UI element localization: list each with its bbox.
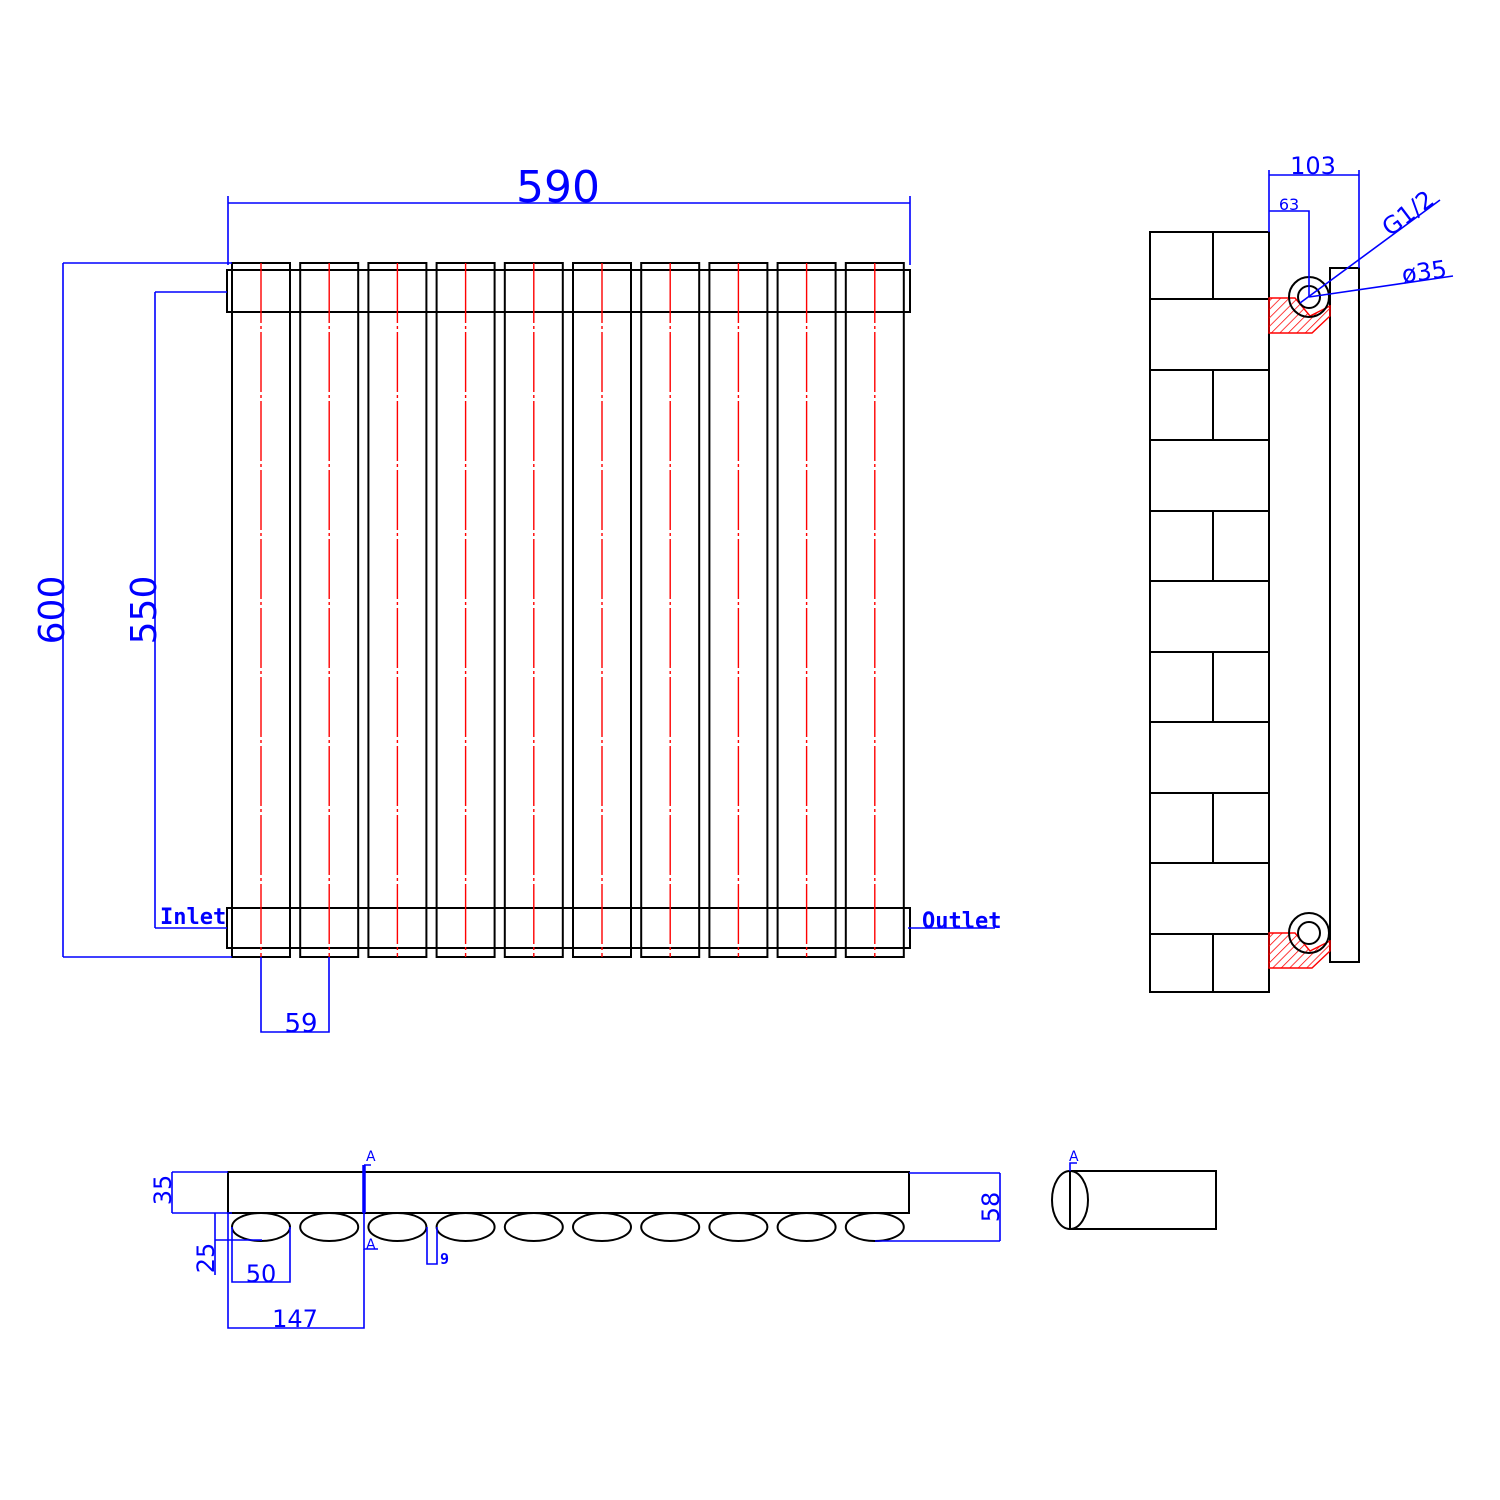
height-label: 600 bbox=[32, 576, 73, 645]
inlet-label: Inlet bbox=[160, 905, 226, 930]
pipe-centres-label: 550 bbox=[124, 576, 165, 645]
pipe-offset-label: 63 bbox=[1279, 195, 1299, 214]
column-plan-oval bbox=[844, 1212, 905, 1242]
bottom-pipe-inner bbox=[1297, 921, 1321, 945]
column-plan-oval bbox=[503, 1212, 564, 1242]
pipe-diameter-label: ø35 bbox=[1400, 255, 1449, 289]
depth-dimensions bbox=[1268, 170, 1360, 297]
radiator-panel-side bbox=[1329, 267, 1360, 963]
section-mark-bottom: A bbox=[366, 1237, 376, 1253]
section-offset-label: 147 bbox=[272, 1305, 318, 1333]
column-plan-oval bbox=[435, 1212, 496, 1242]
header-plan bbox=[227, 1171, 910, 1214]
column-width-label: 59 bbox=[284, 1009, 317, 1039]
width-label: 590 bbox=[516, 162, 600, 213]
total-depth-label: 58 bbox=[977, 1192, 1005, 1223]
width-dimension bbox=[227, 196, 911, 265]
column-plan-oval bbox=[708, 1212, 769, 1242]
thread-leaders bbox=[1299, 199, 1454, 304]
depth-label: 103 bbox=[1290, 152, 1336, 180]
gap-dimension bbox=[426, 1227, 438, 1265]
section-mark-top: A bbox=[366, 1149, 376, 1165]
front-view: 590 600 550 59 Inlet Outlet bbox=[32, 162, 1001, 1039]
column-plan-oval bbox=[299, 1212, 360, 1242]
column-plan-oval bbox=[572, 1212, 632, 1242]
top-view: A A 35 25 50 147 9 58 bbox=[149, 1149, 1005, 1333]
column-width-plan-label: 50 bbox=[246, 1260, 277, 1288]
column-depth-dimension bbox=[214, 1213, 262, 1275]
brick-wall bbox=[1149, 231, 1270, 993]
column-width-plan-dimension bbox=[231, 1227, 291, 1283]
column-plan-oval bbox=[776, 1212, 837, 1242]
side-view: 103 63 G1/2 ø35 bbox=[1149, 152, 1454, 993]
pipe-centres-dimension bbox=[154, 291, 227, 929]
header-depth-label: 35 bbox=[149, 1175, 177, 1206]
section-mark: A bbox=[1069, 1149, 1079, 1165]
top-header bbox=[226, 269, 911, 313]
thread-label: G1/2 bbox=[1377, 185, 1440, 242]
bottom-pipe-icon bbox=[1288, 912, 1330, 954]
section-offset-dimension bbox=[227, 1213, 365, 1329]
column-plan-oval bbox=[640, 1212, 701, 1242]
total-depth-dimension bbox=[875, 1172, 1001, 1242]
outlet-label: Outlet bbox=[922, 909, 1001, 934]
wall-outline bbox=[1149, 231, 1270, 993]
section-a-view: A bbox=[1051, 1149, 1217, 1230]
gap-label: 9 bbox=[440, 1250, 449, 1268]
column-plan-oval bbox=[367, 1212, 428, 1242]
column-plan-oval bbox=[231, 1212, 291, 1242]
header-depth-dimension bbox=[171, 1171, 232, 1214]
section-column-body bbox=[1069, 1170, 1217, 1230]
section-marker bbox=[1069, 1162, 1077, 1171]
column-depth-label: 25 bbox=[192, 1243, 220, 1274]
height-dimension bbox=[62, 262, 232, 958]
column-width-dimension bbox=[260, 957, 330, 1033]
